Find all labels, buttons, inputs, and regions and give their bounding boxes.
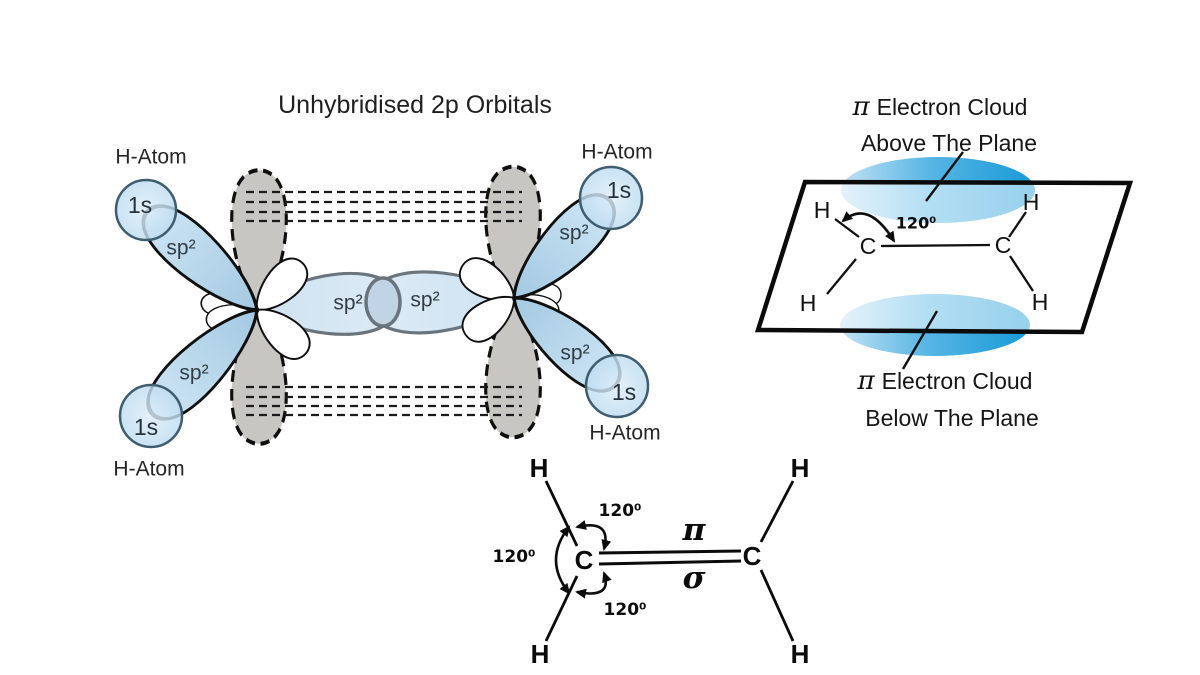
pi-bond-label: π [682, 512, 707, 548]
orbital-overlap-diagram: Unhybridised 2p Orbitals [113, 91, 660, 481]
hydrogen-label: H [530, 453, 549, 483]
bond-angle-label: 120⁰ [599, 501, 642, 521]
sp2-label: sp² [333, 292, 362, 315]
c-c-double-bond-top [598, 549, 742, 555]
hydrogen-label: H [814, 197, 831, 223]
bond-angle-arrow [841, 211, 896, 243]
c-h-bond [1008, 211, 1027, 238]
structure-diagram: C C H H H H 120⁰ 120⁰ 120⁰ π σ [493, 453, 810, 669]
1s-label: 1s [128, 192, 152, 218]
c-c-bond [880, 243, 991, 248]
sp2-label: sp² [560, 342, 589, 365]
angle-arc-bottom [575, 571, 612, 599]
hydrogen-label: H [531, 639, 550, 669]
hydrogen-1s-orbital-bottom-right [584, 353, 650, 419]
carbon-label: C [575, 545, 594, 575]
diagram-title: Unhybridised 2p Orbitals [278, 91, 552, 119]
hydrogen-1s-orbital-bottom-left [118, 383, 184, 449]
pi-symbol: π [857, 366, 876, 396]
sp2-label: sp² [410, 289, 439, 312]
c-h-bond [544, 575, 579, 642]
cloud-leader-line-bottom [901, 310, 939, 370]
bond-angle-label: 120⁰ [896, 214, 936, 233]
h-atom-label: H-Atom [113, 458, 184, 481]
h-atom-label: H-Atom [589, 422, 660, 445]
hydrogen-1s-orbital-top-left [114, 178, 178, 242]
c-c-double-bond-bottom [598, 559, 742, 566]
pi-symbol: π [852, 92, 871, 122]
1s-label: 1s [607, 177, 631, 203]
1s-label: 1s [134, 414, 158, 440]
bond-angle-label: 120⁰ [493, 547, 536, 567]
angle-arc-left [554, 525, 571, 595]
bond-angle-label: 120⁰ [604, 600, 647, 620]
electron-cloud-text: Electron Cloud [877, 94, 1028, 120]
c-h-bond [1009, 255, 1034, 292]
carbon-label: C [995, 232, 1012, 258]
carbon-label: C [860, 233, 877, 259]
1s-label: 1s [612, 379, 636, 405]
hydrogen-label: H [791, 639, 810, 669]
angle-arc-top [575, 520, 612, 551]
pi-overlap-lines [246, 190, 522, 417]
hydrogen-1s-orbital-top-right [578, 165, 644, 231]
c-h-bond [759, 569, 795, 642]
cloud-leader-line-top [925, 151, 964, 202]
sp2-label: sp² [179, 362, 208, 385]
carbon-label: C [743, 541, 762, 571]
hydrogen-label: H [791, 453, 810, 483]
hydrogen-label: H [1032, 289, 1049, 315]
c-h-bond [826, 258, 857, 295]
electron-cloud-text: Electron Cloud [882, 368, 1033, 394]
cloud-below-caption-line2: Below The Plane [865, 405, 1038, 431]
cloud-above-caption-line2: Above The Plane [861, 130, 1037, 156]
sp2-label: sp² [166, 237, 195, 260]
sp2-overlap-region [364, 276, 402, 328]
h-atom-label: H-Atom [581, 141, 652, 164]
h-atom-label: H-Atom [115, 146, 186, 169]
c-h-bond [759, 480, 795, 543]
sigma-bond-label: σ [683, 560, 706, 596]
hydrogen-label: H [1023, 189, 1040, 215]
hydrogen-label: H [800, 290, 817, 316]
c-h-bond [544, 480, 579, 547]
sp2-label: sp² [559, 222, 588, 245]
